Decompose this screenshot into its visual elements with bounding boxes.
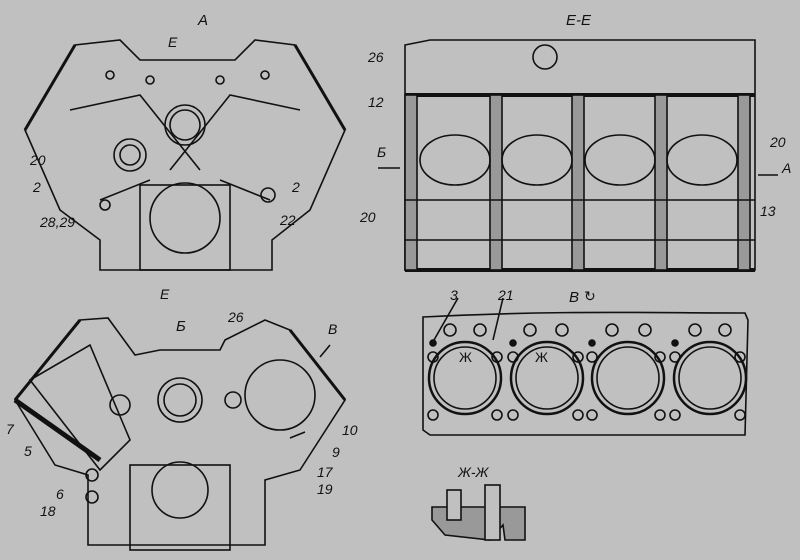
view-v-arrow-label: В bbox=[328, 321, 338, 337]
callout-17: 17 bbox=[317, 464, 333, 480]
callout-21: 21 bbox=[498, 287, 514, 303]
section-ee-title: Е-Е bbox=[566, 12, 592, 29]
callout-26-b: 26 bbox=[228, 309, 244, 325]
section-mark-e-top: Е bbox=[168, 34, 178, 50]
view-b-title: Б bbox=[176, 318, 186, 335]
callout-13: 13 bbox=[760, 203, 776, 219]
callout-6: 6 bbox=[56, 486, 64, 502]
section-mark-e-bottom: Е bbox=[160, 286, 170, 302]
view-a-arrow-label: А bbox=[782, 160, 792, 176]
callout-18: 18 bbox=[40, 503, 56, 519]
callout-20-right: 20 bbox=[770, 134, 786, 150]
callout-28-29: 28,29 bbox=[40, 214, 76, 230]
engine-block-section-ee bbox=[378, 39, 778, 272]
section-mark-zh-left: Ж bbox=[459, 349, 472, 365]
callout-20-left: 20 bbox=[360, 209, 376, 225]
callout-3: 3 bbox=[450, 287, 458, 303]
callout-5: 5 bbox=[24, 443, 32, 459]
callout-9: 9 bbox=[332, 444, 340, 460]
view-v-title: В bbox=[569, 289, 580, 306]
section-zhzh-drawing bbox=[431, 484, 526, 541]
callout-10: 10 bbox=[342, 422, 358, 438]
callout-26: 26 bbox=[368, 49, 384, 65]
view-b-arrow-label: Б bbox=[377, 144, 387, 160]
callout-2-left: 2 bbox=[33, 179, 41, 195]
section-mark-zh-right: Ж bbox=[535, 349, 548, 365]
callout-12: 12 bbox=[368, 94, 384, 110]
callout-22: 22 bbox=[280, 212, 296, 228]
cylinder-head-face-view bbox=[422, 297, 749, 436]
callout-2-right: 2 bbox=[292, 179, 300, 195]
callout-7: 7 bbox=[6, 421, 14, 437]
callout-19: 19 bbox=[317, 481, 333, 497]
rotate-icon: ↻ bbox=[584, 288, 596, 304]
view-a-title: А bbox=[198, 12, 209, 29]
callout-20: 20 bbox=[30, 152, 46, 168]
engine-block-rear-view bbox=[13, 317, 347, 551]
engine-block-front-view bbox=[23, 39, 347, 271]
section-zhzh-title: Ж-Ж bbox=[458, 464, 489, 480]
